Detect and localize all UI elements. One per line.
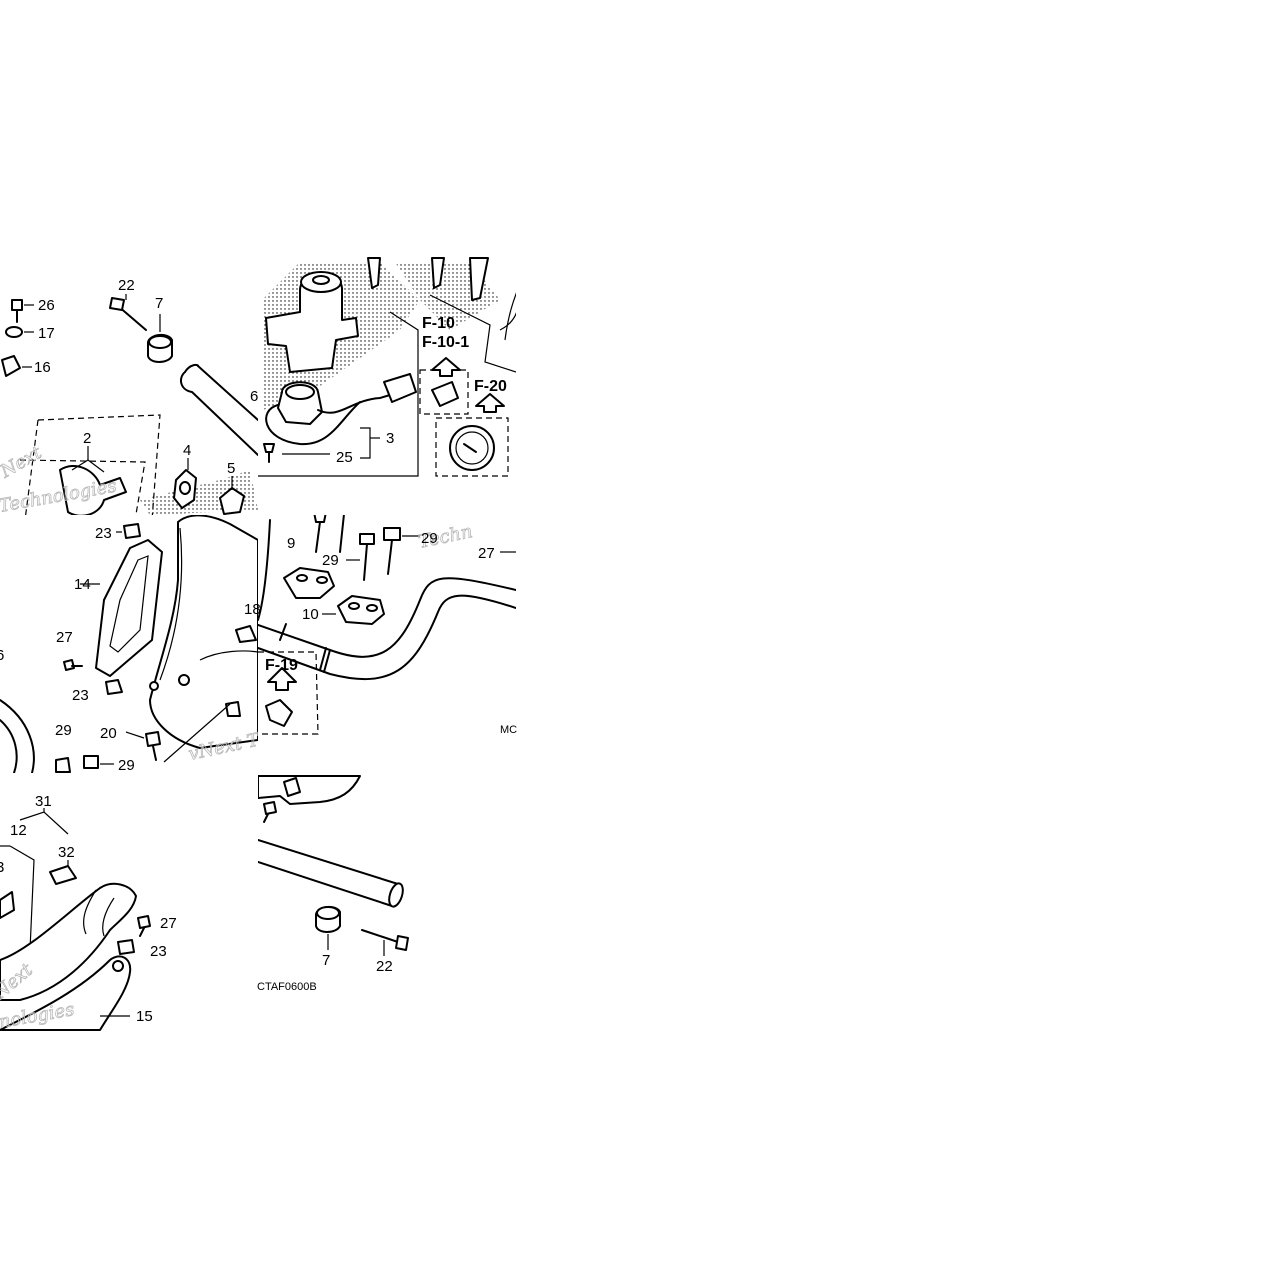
- callout-25: 25: [336, 449, 353, 466]
- tile-bottom-right: [258, 775, 409, 956]
- small-switch: [431, 381, 459, 407]
- callout-32: 32: [58, 844, 75, 861]
- screw-27: [137, 915, 151, 929]
- callout-27: 27: [56, 629, 73, 646]
- callout-26: 26: [38, 297, 55, 314]
- drawing-code-fragment: MC: [500, 724, 517, 736]
- cover-body: [149, 515, 258, 749]
- callout-31: 31: [35, 793, 52, 810]
- bolt-29: [359, 533, 375, 545]
- clip-16: [1, 355, 21, 377]
- body-12: [0, 882, 137, 1001]
- part-5: [219, 487, 245, 515]
- key-blade: [367, 257, 381, 289]
- callout-18: 18: [244, 601, 261, 618]
- callout-4: 4: [183, 442, 191, 459]
- dashed-box-f20: [435, 417, 509, 477]
- tile-top-right: [258, 257, 516, 477]
- tile-top-left: Next Technologies: [0, 294, 258, 517]
- callout-14: 14: [74, 576, 91, 593]
- connector: [383, 373, 417, 403]
- dashed-box-f19: [258, 651, 319, 735]
- callout-22: 22: [118, 277, 135, 294]
- cap-part: [449, 425, 495, 471]
- part-18: [235, 625, 257, 643]
- callout-23: 23: [95, 525, 112, 542]
- clip-23: [117, 939, 135, 955]
- screw-25: [263, 443, 275, 453]
- callout-13: 3: [0, 859, 4, 876]
- callout-7: 7: [155, 295, 163, 312]
- callout-9: 9: [287, 535, 295, 552]
- ref-f10-1: F-10-1: [422, 334, 469, 351]
- small-part: [265, 699, 293, 727]
- callout-22: 22: [376, 958, 393, 975]
- handlebar-pipe: [258, 839, 399, 885]
- key-blade: [469, 257, 489, 301]
- tile-bottom-left: Next nologies: [0, 808, 151, 1031]
- holder-10: [337, 595, 385, 625]
- handlebar: [258, 577, 516, 658]
- callout-17: 17: [38, 325, 55, 342]
- callout-29: 29: [118, 757, 135, 774]
- clip-23: [105, 679, 123, 695]
- tile-middle-left: vNext Tec: [0, 515, 258, 773]
- callout-23: 23: [72, 687, 89, 704]
- ref-f10: F-10: [422, 315, 455, 332]
- arrow-up: [475, 393, 505, 413]
- arrow-up: [431, 357, 461, 377]
- callout-16: 16: [34, 359, 51, 376]
- watermark: Next: [0, 442, 46, 483]
- bolt-29: [383, 527, 401, 541]
- ref-f20: F-20: [474, 378, 507, 395]
- washer-17: [5, 326, 23, 338]
- handlebar-curve: [0, 699, 35, 773]
- cover-fragment: [258, 775, 361, 805]
- bolt-22: [361, 929, 399, 943]
- callout-5: 5: [227, 460, 235, 477]
- wire-harness: [317, 391, 401, 414]
- callout-27: 27: [160, 915, 177, 932]
- dashed-box: [37, 414, 161, 515]
- callout-29: 29: [322, 552, 339, 569]
- nut-29: [83, 755, 99, 769]
- screw-26: [11, 299, 23, 311]
- drawing-code: CTAF0600B: [257, 981, 317, 993]
- bolt-20: [145, 731, 161, 747]
- pad-32: [49, 865, 77, 885]
- callout-2: 2: [83, 430, 91, 447]
- callout-29: 29: [55, 722, 72, 739]
- nut-29: [55, 757, 71, 773]
- screw-27: [63, 659, 75, 671]
- callout-3: 3: [386, 430, 394, 447]
- ref-f19: F-19: [265, 657, 298, 674]
- callout-15: 15: [136, 1008, 153, 1025]
- watermark: Technologies: [0, 476, 118, 517]
- handlebar-pipe: [179, 371, 258, 456]
- cover-15: [0, 955, 132, 1031]
- clip-23: [123, 523, 141, 539]
- callout-10: 10: [302, 606, 319, 623]
- callout-6: 6: [0, 647, 4, 664]
- callout-7: 7: [322, 952, 330, 969]
- panel-14: [95, 539, 163, 677]
- key-blade: [431, 257, 445, 289]
- callout-29: 29: [421, 530, 438, 547]
- callout-12: 12: [10, 822, 27, 839]
- tile-middle-right: Techn: [258, 515, 516, 735]
- arrow-up: [267, 667, 297, 691]
- callout-23: 23: [150, 943, 167, 960]
- callout-27: 27: [478, 545, 495, 562]
- callout-20: 20: [100, 725, 117, 742]
- holder-9: [283, 567, 335, 599]
- callout-6: 6: [250, 388, 258, 405]
